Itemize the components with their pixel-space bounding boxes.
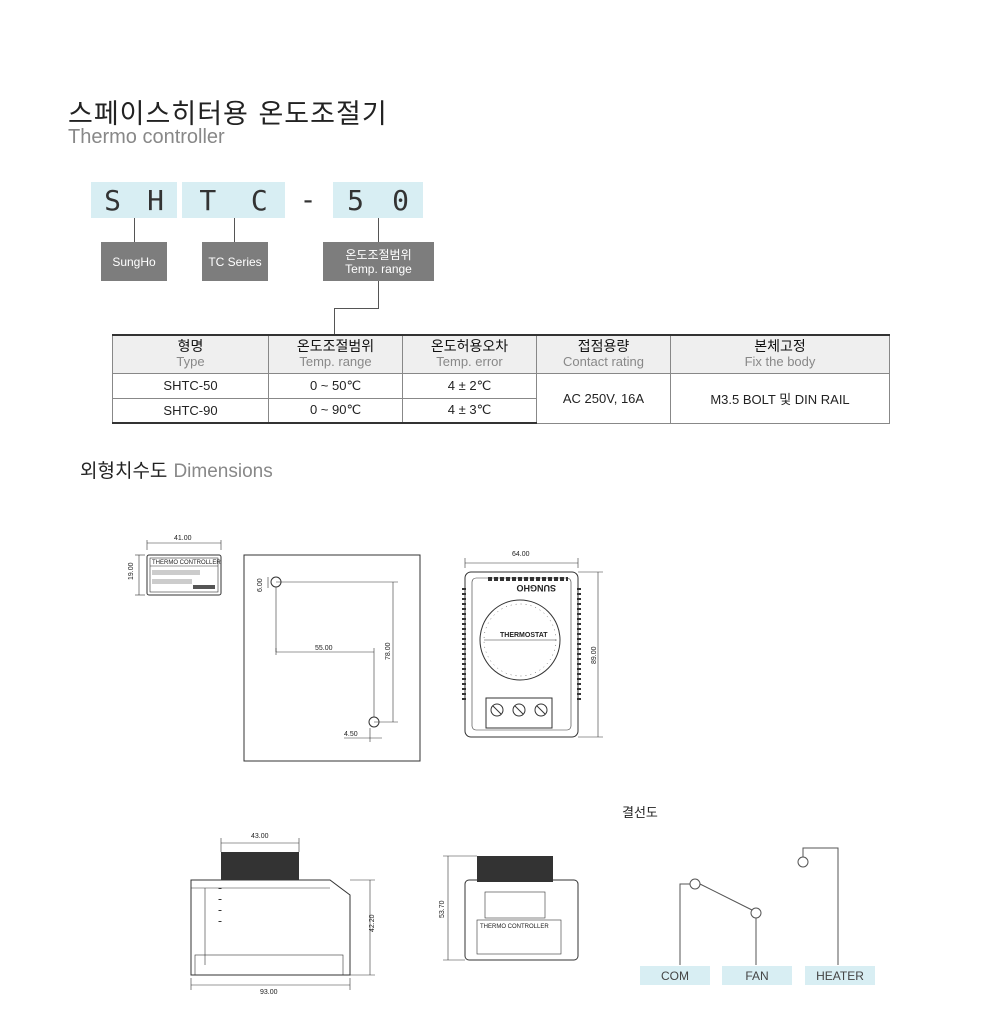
dim-side-top: 43.00 [251,833,269,840]
code-letter: 0 [392,183,409,217]
rear-view-drawing [443,855,579,961]
dim-mount-450: 4.50 [344,731,358,738]
rear-label-text: THERMO CONTROLLER [480,924,549,930]
label-fan: FAN [722,966,792,985]
code-letter: C [250,183,268,217]
label-text: THERMO CONTROLLER [152,560,221,566]
connector-line [378,218,379,242]
dim-rear-height: 53.70 [439,900,446,918]
dim-label-width: 41.00 [174,535,192,542]
mount-drawing [243,554,421,762]
connector-line [378,281,379,309]
dimension-drawings: 41.00 19.00 THERMO CONTROLLER 6.00 55.00… [128,535,839,996]
connector-line [234,218,235,242]
label-com: COM [640,966,710,985]
dim-side-width: 93.00 [260,989,278,996]
cell-range: 0 ~ 50℃ [268,372,403,399]
cell-type: SHTC-50 [112,372,269,399]
connector-line [334,308,335,335]
tag-series: TC Series [202,242,268,281]
dim-front-width: 64.00 [512,551,530,558]
tag-sungho: SungHo [101,242,167,281]
code-letter: H [147,183,164,217]
brand-text: SUNGHO [516,583,556,593]
dim-label-height: 19.00 [128,562,135,580]
table-row: SHTC-90 0 ~ 90℃ 4 ± 3℃ [112,397,890,424]
code-letter: T [199,183,217,217]
connector-line [134,218,135,242]
code-letter: S [104,183,121,217]
cell-fix: M3.5 BOLT 및 DIN RAIL [670,372,890,424]
dim-mount-78: 78.00 [385,642,392,660]
connector-line [334,308,379,309]
dim-mount-55: 55.00 [315,645,333,652]
dim-side-height: 42.20 [369,914,376,932]
dim-front-height: 89.00 [591,646,598,664]
code-part-sh: S H [91,182,177,218]
code-letter: 5 [347,183,364,217]
dim-mount-6: 6.00 [257,578,264,592]
table-row: SHTC-50 0 ~ 50℃ 4 ± 2℃ AC 250V, 16A M3.5… [112,372,890,424]
front-view-drawing [462,558,603,738]
code-part-50: 5 0 [333,182,423,218]
tag-temp-en: Temp. range [345,261,412,276]
code-dash: - [299,183,317,216]
page-title: 스페이스히터용 온도조절기 [68,99,388,130]
cell-type: SHTC-90 [112,397,269,424]
label-drawing [135,540,222,596]
cell-error: 4 ± 2℃ [402,372,537,399]
cell-contact: AC 250V, 16A [536,372,671,424]
side-view-drawing [190,838,375,990]
dimensions-title-ko: 외형치수도 [80,460,168,482]
dimensions-title-en: Dimensions [173,461,273,482]
dimensions-title: 외형치수도 Dimensions [80,456,273,483]
cell-error: 4 ± 3℃ [402,397,537,424]
cell-range: 0 ~ 90℃ [268,397,403,424]
code-part-tc: T C [182,182,285,218]
tag-temp-range: 온도조절범위 Temp. range [323,242,434,281]
tag-temp-ko: 온도조절범위 [345,247,412,262]
wiring-title: 결선도 [622,806,658,821]
label-heater: HEATER [805,966,875,985]
page-subtitle: Thermo controller [68,126,225,148]
wiring-diagram [679,847,839,965]
dial-text: THERMOSTAT [500,632,548,639]
